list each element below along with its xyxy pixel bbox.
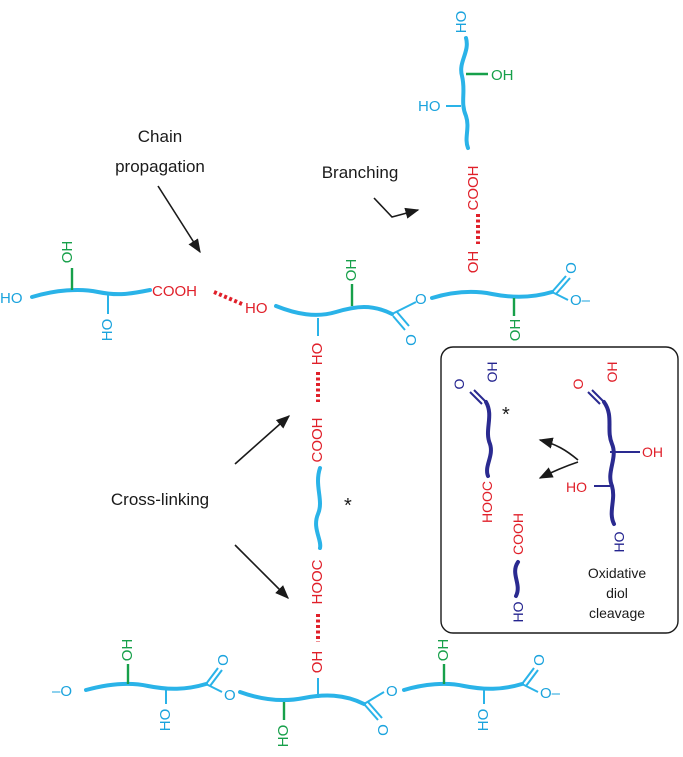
bottom-monomer-2-backbone (238, 690, 366, 706)
bottom-m2-ho: HO (275, 725, 292, 748)
right-monomer-backbone (430, 289, 554, 300)
bottom-left-ester-o: –O (52, 683, 72, 700)
inset-asterisk: * (502, 404, 510, 426)
product2-cooh: COOH (510, 513, 526, 555)
left-monomer-ho: HO (99, 319, 116, 342)
central-monomer: HO OH O O (245, 259, 427, 346)
right-monomer: OH O O– (430, 262, 591, 342)
chain-propagation-arrow (157, 185, 201, 254)
chain-propagation-label-2: propagation (115, 157, 205, 176)
left-monomer-oh: OH (59, 241, 76, 264)
bottom-m1-carbonyl-o: O (215, 654, 232, 666)
inset-arrow-upper (538, 437, 579, 461)
oxidative-cleavage-inset: OH O OH HO HO Oxidative diol cleavage OH… (440, 346, 679, 634)
bottom-ester-o-2: O (386, 683, 398, 700)
branching-label: Branching (322, 163, 399, 182)
inset-intact-diol-ho: HO (566, 479, 587, 495)
left-monomer-backbone (30, 287, 152, 299)
inset-label-line3: cleavage (589, 605, 645, 621)
cross-linking-arrow-up (234, 415, 291, 465)
product2-ho: HO (510, 601, 526, 622)
inset-intact-oh: OH (604, 362, 620, 383)
inset-arrow-lower (538, 461, 579, 479)
chain-propagation-label-1: Chain (138, 127, 182, 146)
top-branch-cooh: COOH (465, 166, 482, 211)
cross-link-chain: HO COOH * HOOC OH (309, 318, 352, 673)
inset-intact-diol-oh: OH (642, 444, 663, 460)
cross-linking-arrow-down (234, 544, 289, 599)
product1-backbone (484, 400, 493, 478)
product2-backbone (513, 560, 520, 598)
left-terminal-ho: HO (0, 290, 23, 307)
cross-link-asterisk: * (344, 495, 352, 517)
cross-link-cooh: COOH (309, 418, 326, 463)
bottom-m3-carbonyl-o: O (531, 654, 548, 666)
branch-point-oh: OH (465, 251, 482, 274)
inset-frame (440, 346, 679, 634)
central-monomer-ho: HO (245, 300, 268, 317)
product1-hooc: HOOC (479, 481, 495, 523)
cross-link-top-ho: HO (309, 343, 326, 366)
bottom-chain: –O OH HO O O HO O O OH HO O O– (52, 639, 561, 748)
central-ester-o: O (415, 291, 427, 308)
top-branch-oh: OH (491, 67, 514, 84)
central-carbonyl-o: O (403, 334, 420, 346)
bottom-right-ester-o: O– (540, 685, 561, 702)
top-branch-chain: HO OH HO COOH OH (418, 11, 514, 274)
top-branch-backbone (459, 36, 470, 150)
product1-oh: OH (484, 362, 500, 383)
bottom-ester-o-1: O (224, 687, 236, 704)
cross-link-hooc: HOOC (309, 559, 326, 604)
chain-propagation-ester-bond (213, 290, 243, 306)
bottom-monomer-3-backbone (402, 681, 524, 692)
top-branch-ho: HO (418, 98, 441, 115)
cross-link-backbone (314, 466, 323, 550)
top-terminal-ho: HO (453, 11, 470, 34)
right-carbonyl-o: O (563, 262, 580, 274)
cross-link-bottom-oh: OH (309, 651, 326, 674)
inset-label-line1: Oxidative (588, 565, 647, 581)
central-monomer-oh: OH (343, 259, 360, 282)
bottom-m1-ho: HO (157, 709, 174, 732)
left-monomer: HO OH HO COOH (0, 241, 243, 342)
right-monomer-oh: OH (507, 319, 524, 342)
right-ester-o: O– (570, 292, 591, 309)
inset-label-line2: diol (606, 585, 628, 601)
inset-intact-terminal-ho: HO (611, 531, 627, 552)
branching-arrow (373, 197, 420, 219)
cross-linking-label: Cross-linking (111, 490, 209, 509)
bottom-m3-oh: OH (435, 639, 452, 662)
inset-intact-backbone (602, 400, 616, 526)
bottom-m1-oh: OH (119, 639, 136, 662)
inset-intact-carbonyl-o: O (570, 378, 586, 389)
bottom-m3-ho: HO (475, 709, 492, 732)
bottom-monomer-1-backbone (84, 681, 208, 692)
bottom-m2-carbonyl-o: O (375, 724, 392, 736)
product1-carbonyl-o: O (451, 378, 467, 389)
central-monomer-backbone (274, 304, 394, 317)
left-monomer-cooh: COOH (152, 283, 197, 300)
